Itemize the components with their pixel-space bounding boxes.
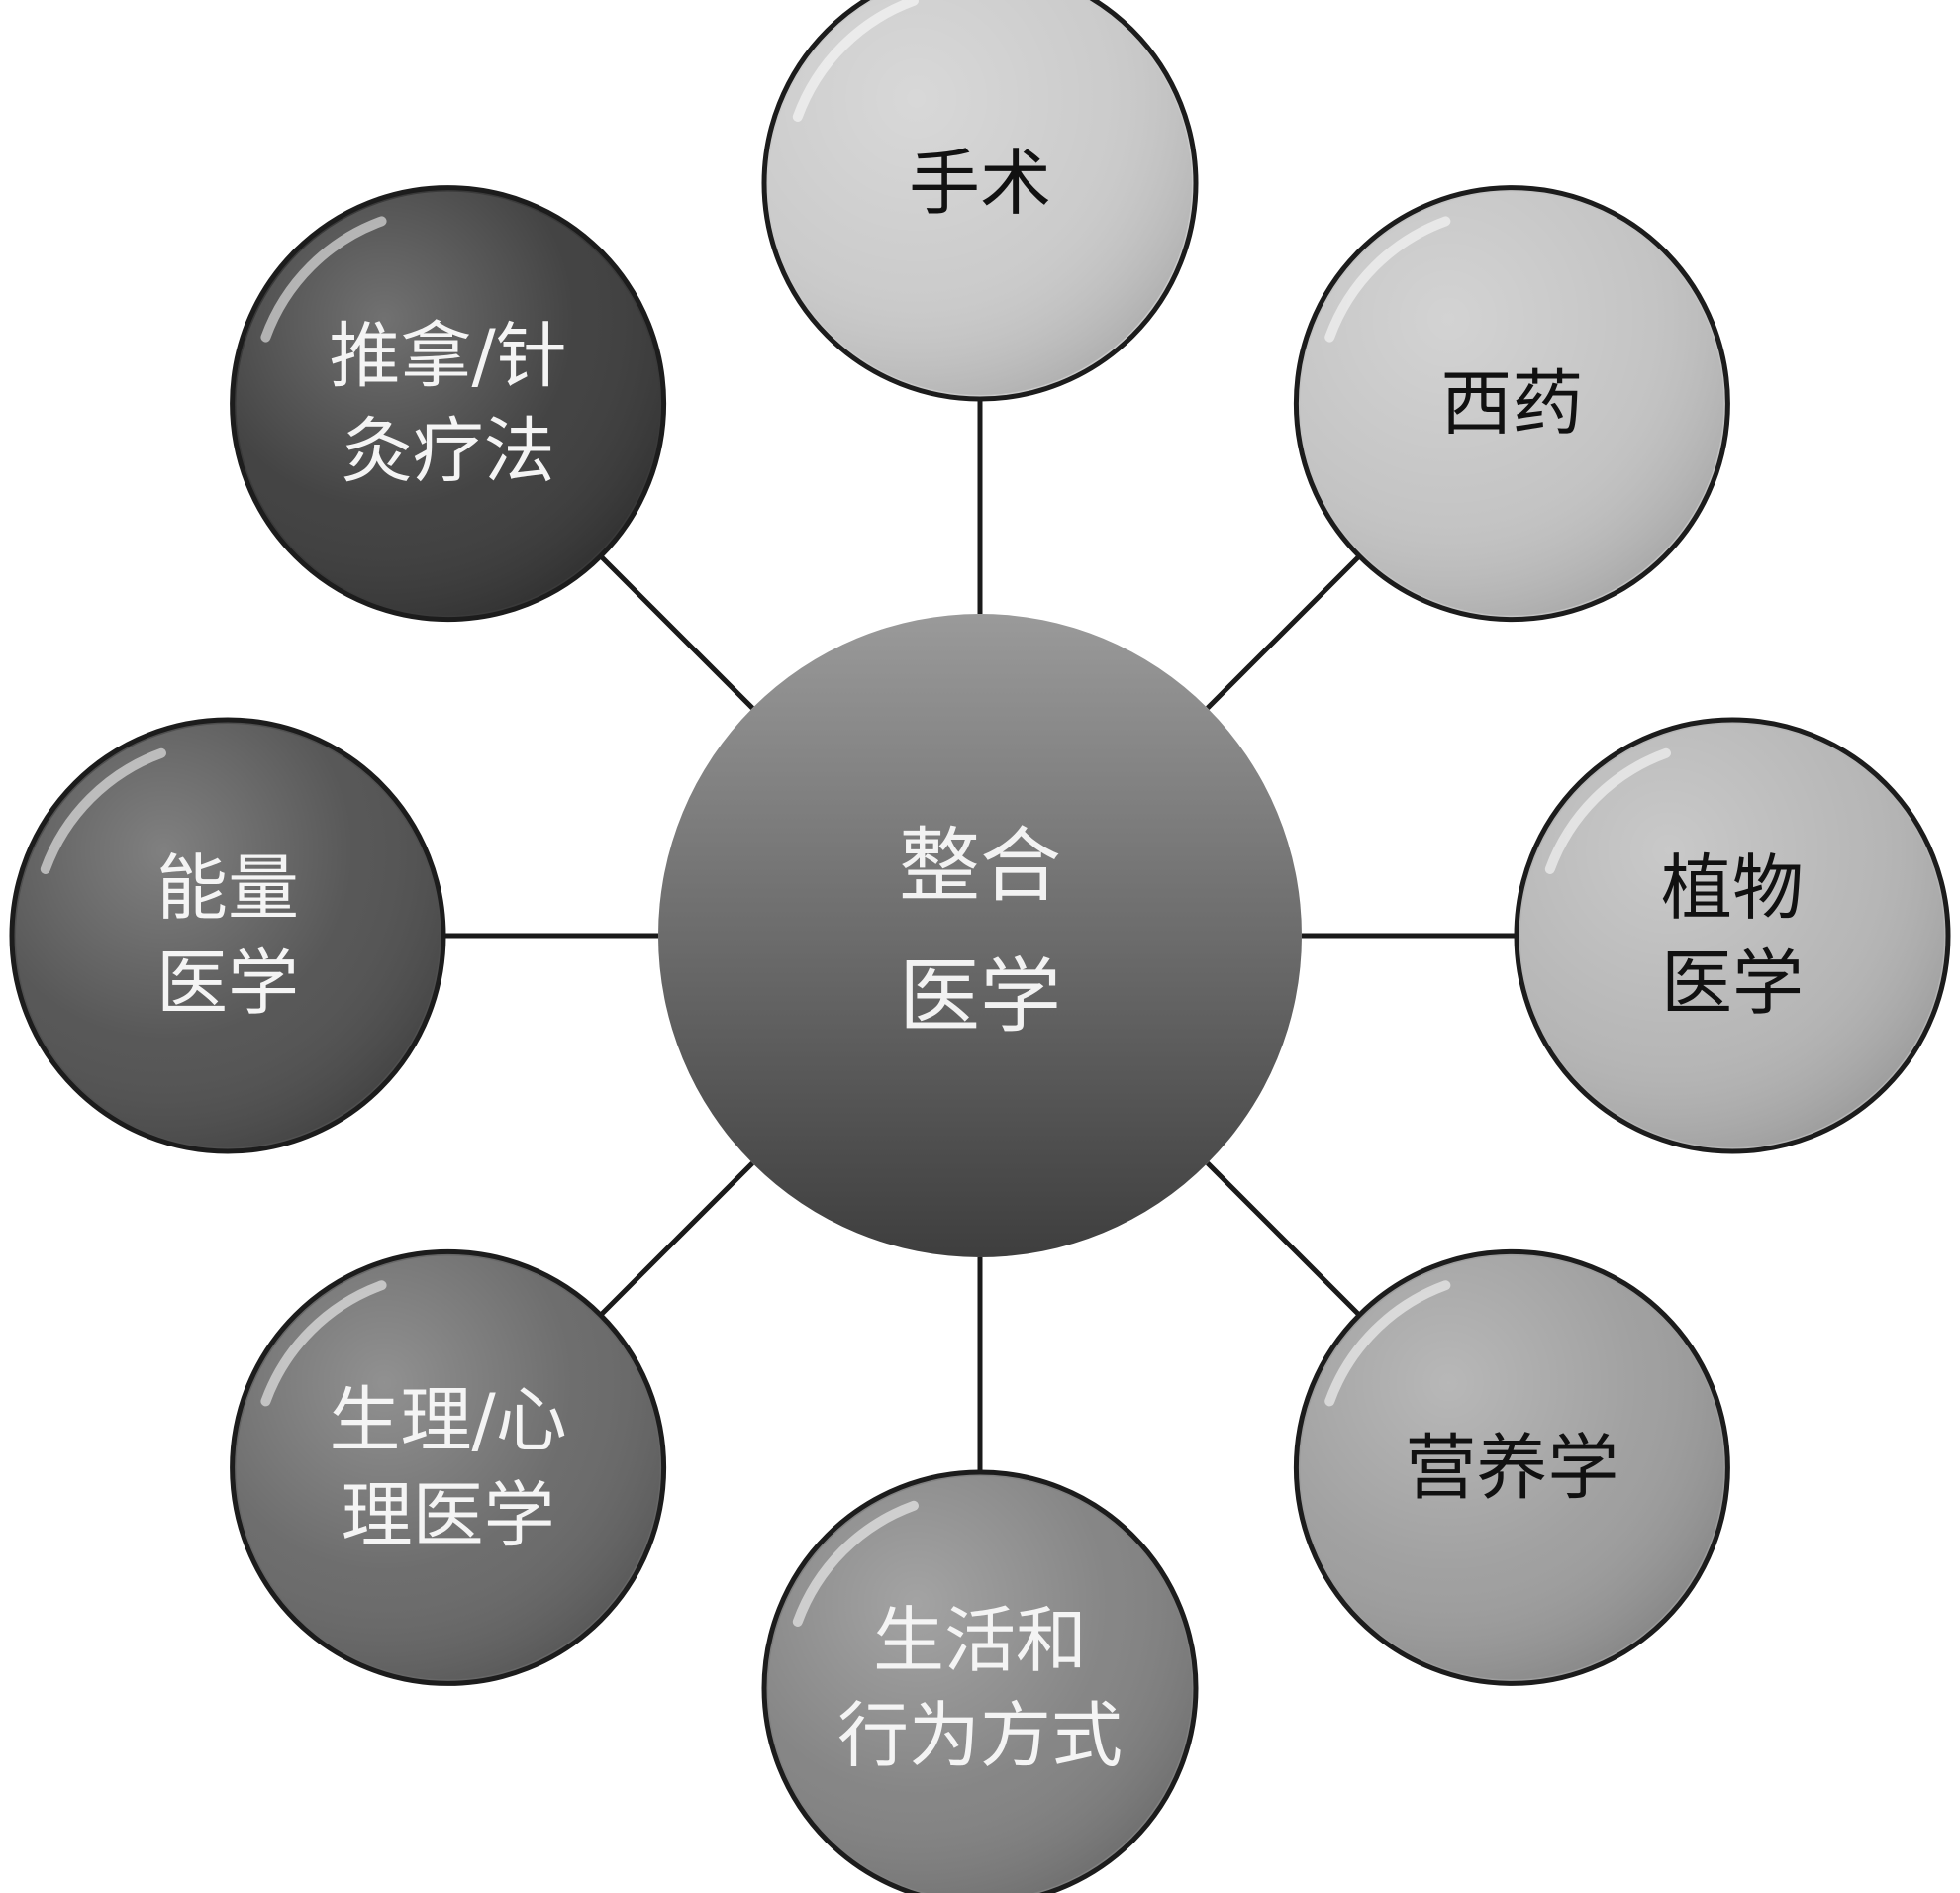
node-highlight-lifestyle-behavior xyxy=(792,1500,919,1627)
node-gloss-energy-medicine xyxy=(16,724,440,1147)
node-gloss-nutrition xyxy=(1300,1255,1724,1680)
node-gloss-mind-body-medicine xyxy=(236,1255,660,1680)
node-nutrition: 营养学 xyxy=(1293,1248,1730,1686)
node-massage-acupuncture-label-line-1: 推拿/针 xyxy=(329,315,566,398)
center-label-line-2: 医学 xyxy=(899,950,1061,1045)
node-gloss-lifestyle-behavior xyxy=(768,1476,1192,1893)
node-massage-acupuncture-label-line-2: 灸疗法 xyxy=(342,410,555,493)
node-energy-medicine-label-line-2: 医学 xyxy=(156,942,299,1025)
center-label-line-1: 整合 xyxy=(899,820,1061,914)
node-western-medicine-label-line-1: 西药 xyxy=(1440,362,1583,446)
node-gloss-massage-acupuncture xyxy=(236,191,660,616)
node-gloss-surgery xyxy=(768,0,1192,395)
node-nutrition-label-line-1: 营养学 xyxy=(1405,1426,1618,1509)
node-gloss-botanical-medicine xyxy=(1520,724,1944,1147)
connector-massage-acupuncture xyxy=(598,553,754,710)
center-circle xyxy=(658,614,1302,1257)
node-highlight-surgery xyxy=(792,0,919,122)
node-gloss-western-medicine xyxy=(1300,191,1724,616)
node-lifestyle-behavior-label-line-1: 生活和 xyxy=(873,1599,1087,1682)
connector-mind-body-medicine xyxy=(598,1161,754,1318)
connectors xyxy=(443,399,1517,1472)
node-highlight-mind-body-medicine xyxy=(260,1280,387,1407)
node-mind-body-medicine-label-line-1: 生理/心 xyxy=(329,1378,566,1461)
node-lifestyle-behavior-label-line-2: 行为方式 xyxy=(837,1694,1123,1777)
connector-nutrition xyxy=(1206,1161,1362,1318)
node-energy-medicine-label-line-1: 能量 xyxy=(156,847,299,930)
node-surgery-label-line-1: 手术 xyxy=(909,142,1051,225)
node-highlight-botanical-medicine xyxy=(1544,747,1671,874)
node-mind-body-medicine-label-line-2: 理医学 xyxy=(342,1473,555,1556)
node-highlight-massage-acupuncture xyxy=(260,216,387,343)
node-botanical-medicine-label-line-1: 植物 xyxy=(1661,847,1804,930)
node-highlight-western-medicine xyxy=(1324,216,1451,343)
node-surgery: 手术 xyxy=(761,0,1199,402)
node-highlight-nutrition xyxy=(1324,1280,1451,1407)
node-highlight-energy-medicine xyxy=(40,747,166,874)
node-western-medicine: 西药 xyxy=(1293,185,1730,623)
node-botanical-medicine-label-line-2: 医学 xyxy=(1661,942,1804,1025)
connector-western-medicine xyxy=(1206,553,1362,710)
